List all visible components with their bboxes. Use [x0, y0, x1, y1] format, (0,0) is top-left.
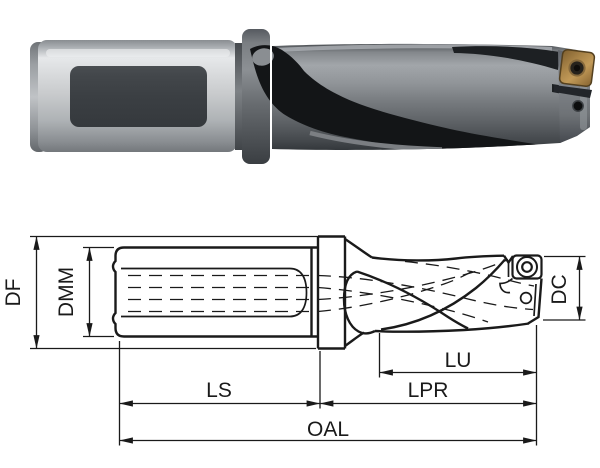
dimensions	[30, 235, 586, 446]
dimension-dmm	[83, 246, 114, 338]
flute-edge-down	[356, 270, 469, 330]
dimension-df	[30, 235, 318, 350]
shank-flat-outline	[121, 267, 308, 318]
label-df: DF	[2, 279, 25, 307]
insert-screw-hole	[521, 261, 533, 273]
flute-groove-tip	[452, 46, 560, 70]
dimension-lu	[378, 333, 537, 378]
flange-outline	[316, 235, 347, 350]
label-dc: DC	[548, 274, 571, 304]
label-dmm: DMM	[55, 267, 78, 317]
dimension-oal	[119, 325, 538, 446]
coolant-hole-drawing	[519, 291, 533, 305]
dimension-drawing: DF DMM DC LU LS LPR OAL	[2, 235, 586, 446]
shank-flat	[70, 66, 207, 127]
label-lu: LU	[445, 349, 472, 372]
dimension-dc	[543, 255, 586, 321]
collar-gleam	[252, 48, 274, 66]
dash-spiral-2	[317, 286, 489, 323]
flute-runout-cap	[342, 270, 376, 335]
tip-face-line	[533, 283, 537, 317]
dash-spiral-1	[317, 274, 534, 311]
insert-screw-socket	[573, 64, 581, 72]
tip-corner	[527, 278, 543, 325]
dash-spiral-3	[404, 260, 535, 287]
pocket-line-2	[499, 277, 514, 294]
neck-top	[344, 238, 373, 259]
dimension-lpr	[319, 351, 537, 409]
insert-pocket-shadow-2	[554, 85, 592, 98]
shank-highlight	[46, 49, 230, 57]
flute-edge-up	[380, 258, 506, 331]
shank-groove	[235, 43, 244, 150]
neck-bottom	[344, 331, 365, 347]
flute-ridge-lower	[309, 130, 443, 152]
label-ls: LS	[206, 379, 232, 402]
drawing-detail	[121, 262, 537, 318]
shank-left-edge	[111, 246, 125, 338]
product-photo	[30, 29, 596, 164]
body-bottom-edge	[374, 322, 530, 333]
insert-screw-drawing	[516, 256, 538, 278]
dimension-ls	[118, 341, 321, 446]
coolant-hole-photo	[572, 100, 584, 112]
flute-groove-main	[250, 45, 552, 152]
dash-spiral-5	[317, 268, 477, 313]
carbide-insert	[558, 48, 596, 88]
drawing-outline	[111, 235, 543, 350]
hidden-lines	[128, 258, 535, 323]
label-lpr: LPR	[408, 379, 449, 402]
body-top-edge	[371, 254, 505, 262]
dimension-labels: DF DMM DC LU LS LPR OAL	[2, 267, 571, 441]
label-oal: OAL	[307, 418, 349, 441]
insert-outline	[511, 254, 543, 280]
